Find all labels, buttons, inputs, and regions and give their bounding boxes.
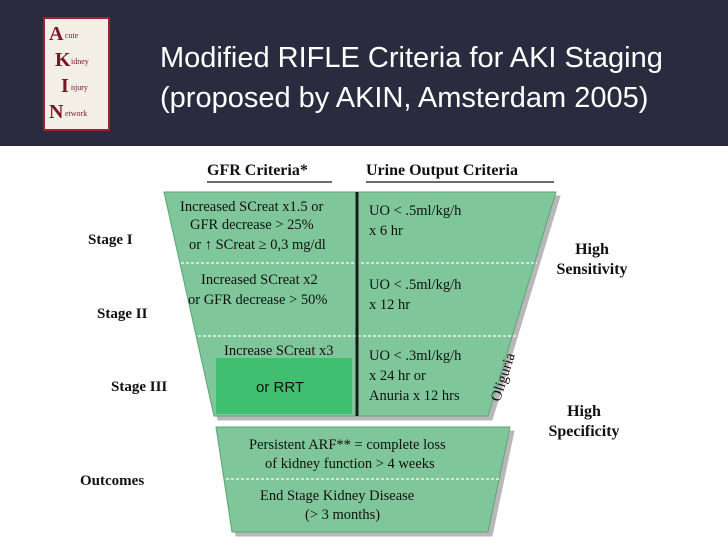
logo-letter-k: K [55, 49, 71, 71]
stage-2-urine-line-1: UO < .5ml/kg/h [369, 277, 462, 293]
stage-2-urine-line-2: x 12 hr [369, 297, 411, 313]
stage-3-label: Stage III [111, 379, 168, 395]
stage-1-gfr-line-3: or ↑ SCreat ≥ 0,3 mg/dl [189, 237, 326, 253]
rrt-box [216, 358, 352, 414]
outcome-1-line-2: of kidney function > 4 weeks [265, 456, 435, 472]
outcomes-label: Outcomes [80, 473, 145, 489]
outcome-2-line-1: End Stage Kidney Disease [260, 488, 415, 504]
stage-3-urine-line-1: UO < .3ml/kg/h [369, 348, 462, 364]
stage-3-rrt-label: or RRT [256, 379, 305, 396]
outcome-2-line-2: (> 3 months) [305, 507, 381, 523]
stage-1-urine-line-2: x 6 hr [369, 223, 403, 239]
gfr-criteria-header: GFR Criteria* [207, 162, 308, 179]
stage-1-urine-line-1: UO < .5ml/kg/h [369, 203, 462, 219]
logo-letter-n: N [49, 101, 64, 123]
rifle-diagram: GFR Criteria* Urine Output Criteria Incr… [0, 146, 728, 546]
high-sensitivity-line-1: High [575, 241, 609, 258]
high-sensitivity-line-2: Sensitivity [556, 261, 628, 278]
high-specificity-line-2: Specificity [548, 423, 620, 440]
title-banner: A cute K idney I njury N etwork Modified… [0, 0, 728, 146]
stage-2-gfr-line-1: Increased SCreat x2 [201, 272, 318, 288]
slide-title: Modified RIFLE Criteria for AKI Staging … [160, 38, 663, 118]
stage-1-label: Stage I [88, 232, 133, 248]
akin-logo: A cute K idney I njury N etwork [43, 17, 110, 131]
diagram-shapes [163, 181, 557, 533]
stage-3-urine-line-2: x 24 hr or [369, 368, 426, 384]
high-specificity-label: High Specificity [539, 402, 629, 442]
high-specificity-line-1: High [567, 403, 601, 420]
logo-word-njury: njury [71, 83, 88, 92]
stage-2-gfr-line-2: or GFR decrease > 50% [188, 292, 328, 308]
stage-3-urine-line-3: Anuria x 12 hrs [369, 388, 460, 404]
stage-2-label: Stage II [97, 306, 148, 322]
stage-1-gfr-line-1: Increased SCreat x1.5 or [180, 199, 324, 215]
urine-criteria-header: Urine Output Criteria [366, 162, 518, 179]
high-sensitivity-label: High Sensitivity [548, 240, 636, 280]
title-line-1: Modified RIFLE Criteria for AKI Staging [160, 42, 663, 74]
logo-word-idney: idney [71, 57, 89, 66]
logo-word-etwork: etwork [65, 109, 88, 118]
logo-letter-i: I [61, 75, 69, 97]
stage-3-gfr-line-1: Increase SCreat x3 [224, 343, 334, 359]
logo-letter-a: A [49, 23, 64, 45]
title-line-2: (proposed by AKIN, Amsterdam 2005) [160, 82, 649, 114]
outcome-1-line-1: Persistent ARF** = complete loss [249, 437, 446, 453]
stage-1-gfr-line-2: GFR decrease > 25% [190, 217, 314, 233]
logo-word-cute: cute [65, 31, 79, 40]
